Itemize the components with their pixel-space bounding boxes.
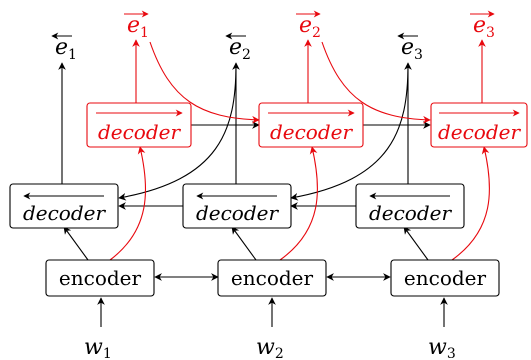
arrow-e2-to-bdecoder1 — [118, 63, 237, 201]
encoder-2-label: encoder — [231, 266, 314, 290]
forward-output-labels: e1 e2 e3 — [124, 10, 495, 41]
input-2-base: w — [256, 335, 275, 360]
forward-output-3-sub: 3 — [486, 25, 495, 41]
backward-output-labels: e1 e2 e3 — [51, 32, 423, 63]
backward-output-2: e2 — [225, 32, 251, 63]
forward-decoder-2: decoder — [258, 102, 364, 148]
input-2-sub: 2 — [275, 346, 284, 360]
forward-decoder-1: decoder — [86, 102, 192, 148]
input-labels: w1 w2 w3 — [84, 335, 456, 360]
backward-output-1: e1 — [51, 32, 77, 63]
backward-decoder-2: decoder — [182, 183, 292, 229]
encoder-3: encoder — [390, 259, 500, 297]
forward-output-3-base: e — [473, 13, 486, 38]
encoder-row: encoder encoder encoder — [45, 259, 500, 297]
arrow-encoder1-to-bdecoder1 — [63, 226, 89, 261]
encoder-2: encoder — [217, 259, 327, 297]
arrow-encoder1-to-fdecoder1 — [109, 146, 147, 261]
backward-output-2-base: e — [229, 35, 242, 60]
backward-decoder-3-label: decoder — [369, 201, 453, 225]
forward-output-3: e3 — [470, 10, 495, 41]
input-2: w2 — [256, 335, 284, 360]
forward-decoder-1-label: decoder — [98, 120, 182, 144]
forward-output-2-sub: 2 — [312, 25, 321, 41]
forward-output-2-base: e — [299, 13, 312, 38]
arrow-encoder3-to-fdecoder3 — [451, 146, 491, 261]
svg-text:e3: e3 — [473, 13, 495, 41]
svg-text:e1: e1 — [127, 13, 149, 41]
arrow-encoder3-to-bdecoder3 — [403, 226, 429, 261]
backward-decoder-2-label: decoder — [196, 201, 280, 225]
black-arrows — [58, 62, 448, 327]
input-3-sub: 3 — [447, 346, 456, 360]
backward-output-3-sub: 3 — [414, 47, 423, 63]
encoder-3-label: encoder — [404, 266, 487, 290]
forward-output-1-base: e — [127, 13, 140, 38]
backward-decoder-3: decoder — [355, 183, 465, 229]
backward-decoder-1-label: decoder — [23, 201, 107, 225]
arrow-fe2-to-fdecoder3 — [321, 41, 431, 124]
svg-text:e1: e1 — [55, 35, 77, 63]
arrow-encoder2-to-bdecoder2 — [231, 226, 257, 261]
input-1-sub: 1 — [103, 346, 112, 360]
forward-decoder-3: decoder — [430, 102, 528, 148]
forward-output-1-sub: 1 — [140, 25, 149, 41]
backward-output-3: e3 — [397, 32, 423, 63]
forward-decoder-3-label: decoder — [438, 120, 522, 144]
encoder-1: encoder — [45, 259, 155, 297]
backward-output-2-sub: 2 — [242, 47, 251, 63]
arrow-e3-to-bdecoder2 — [290, 63, 409, 201]
svg-text:e3: e3 — [401, 35, 423, 63]
arrow-encoder2-to-fdecoder2 — [279, 146, 319, 261]
backward-decoder-1: decoder — [9, 183, 119, 229]
red-arrows — [109, 39, 491, 261]
svg-text:e2: e2 — [299, 13, 321, 41]
forward-output-1: e1 — [124, 10, 149, 41]
backward-output-1-sub: 1 — [68, 47, 77, 63]
backward-decoder-row: decoder decoder decoder — [9, 183, 465, 229]
backward-output-1-base: e — [55, 35, 68, 60]
input-1-base: w — [84, 335, 103, 360]
forward-decoder-row: decoder decoder decoder — [86, 102, 528, 148]
forward-decoder-2-label: decoder — [270, 120, 354, 144]
input-3: w3 — [428, 335, 456, 360]
encoder-1-label: encoder — [59, 266, 142, 290]
svg-text:e2: e2 — [229, 35, 251, 63]
backward-output-3-base: e — [401, 35, 414, 60]
input-3-base: w — [428, 335, 447, 360]
arrow-fe1-to-fdecoder2 — [149, 41, 260, 124]
forward-output-2: e2 — [296, 10, 321, 41]
input-1: w1 — [84, 335, 112, 360]
